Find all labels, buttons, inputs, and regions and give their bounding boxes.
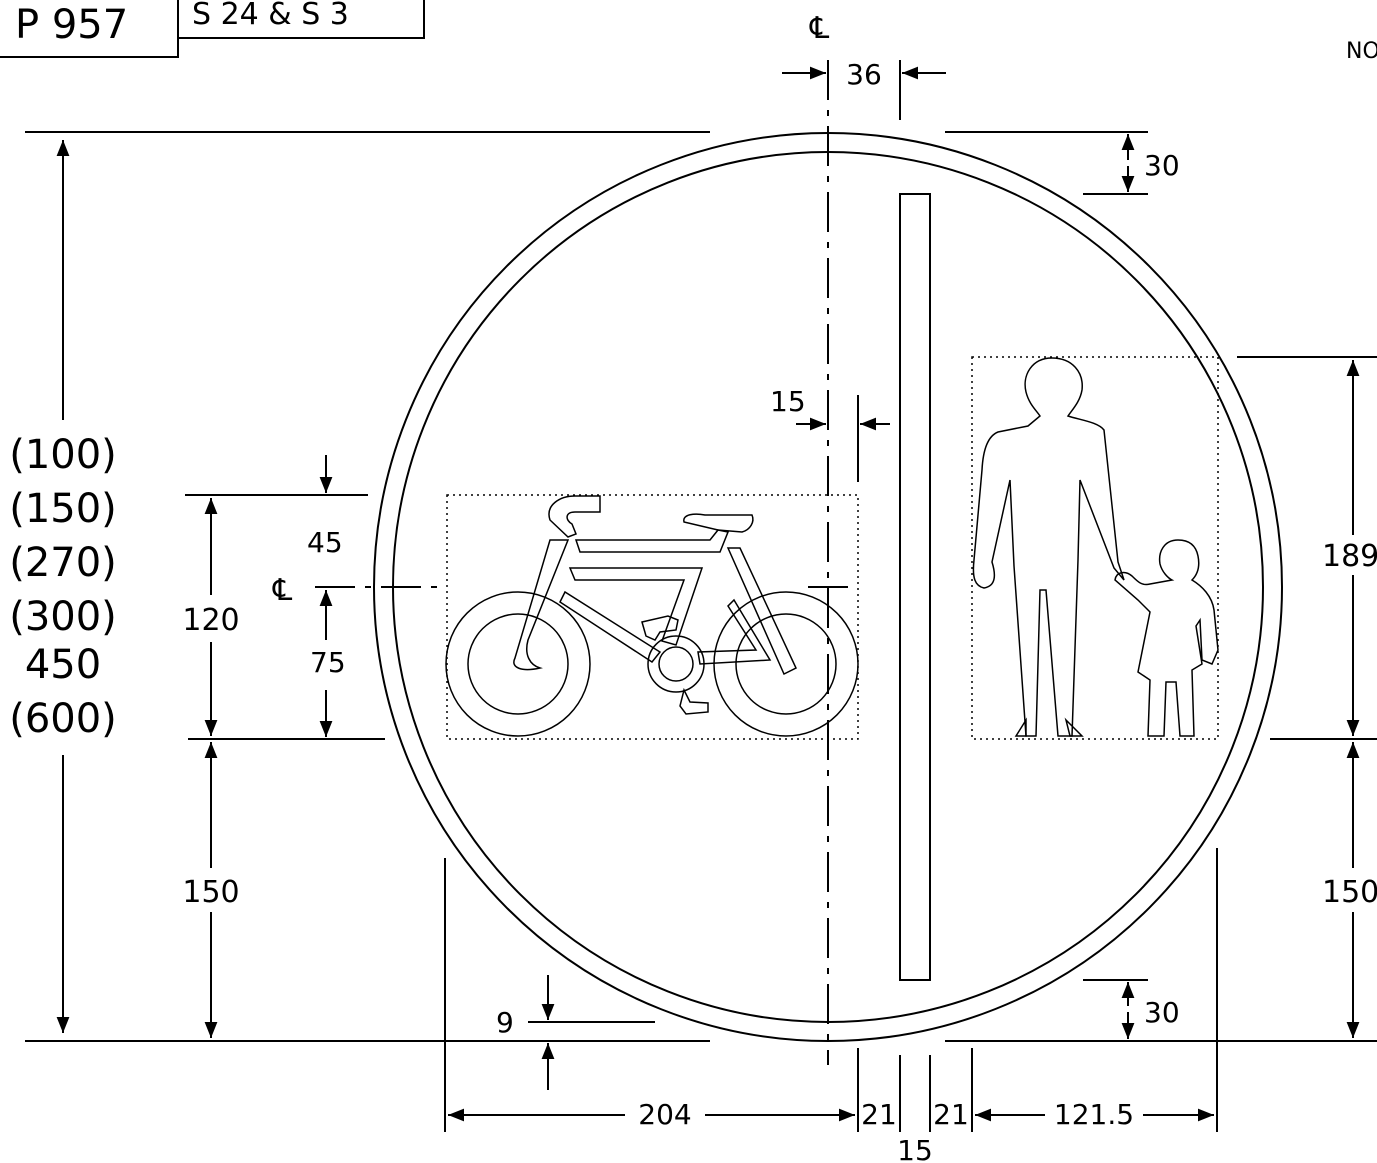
cycle-above-center-dimension: 45 [307, 455, 343, 559]
svg-text:150: 150 [1322, 875, 1377, 910]
centerline-symbol-top: ℄ [809, 11, 829, 46]
note-fragment: NO [1346, 39, 1377, 64]
svg-text:30: 30 [1144, 149, 1180, 182]
svg-text:45: 45 [307, 526, 343, 559]
bicycle-icon [445, 495, 859, 737]
size-5: 450 [25, 642, 101, 688]
svg-text:120: 120 [182, 603, 239, 638]
svg-text:15: 15 [770, 385, 806, 418]
overall-height-dimension: (100) (150) (270) (300) 450 (600) [9, 140, 117, 1033]
reference-text: S 24 & S 3 [192, 0, 349, 32]
border-width-dimension: 9 [496, 975, 655, 1090]
pedestrian-height-dimension: 189 [1322, 360, 1377, 736]
size-6: (600) [9, 696, 117, 742]
size-3: (270) [9, 540, 117, 586]
cycle-bottom-dimension: 150 [182, 742, 240, 1038]
pedestrian-symbol-box [971, 356, 1219, 740]
svg-text:150: 150 [182, 875, 239, 910]
bar-gap-dimension: 15 [770, 385, 890, 482]
svg-text:30: 30 [1144, 996, 1180, 1029]
reference-box [177, 0, 425, 39]
dim-bar-width: 15 [897, 1134, 933, 1163]
dim-left-width: 204 [638, 1098, 691, 1131]
pedestrian-icon [972, 357, 1219, 737]
svg-text:75: 75 [310, 646, 346, 679]
size-4: (300) [9, 594, 117, 640]
top-border-dimension: 30 [1083, 134, 1180, 195]
centerline-symbol-left: ℄ [272, 573, 292, 608]
svg-text:36: 36 [846, 58, 882, 91]
svg-text:9: 9 [496, 1006, 514, 1039]
dim-bar-margin-right: 21 [933, 1098, 969, 1131]
cycle-symbol-box [446, 494, 859, 740]
bottom-border-dimension: 30 [1083, 979, 1180, 1039]
bottom-horizontal-dimensions: 204 21 21 15 121.5 [444, 848, 1218, 1163]
cycle-below-center-dimension: 75 [310, 590, 346, 737]
title-block: P 957 S 24 & S 3 NO [0, 0, 1377, 64]
size-1: (100) [9, 432, 117, 478]
pedestrian-bottom-dimension: 150 [1322, 742, 1377, 1038]
svg-text:189: 189 [1322, 539, 1377, 574]
cycle-height-dimension: 120 [182, 498, 240, 736]
divider-bar [899, 193, 931, 981]
size-2: (150) [9, 486, 117, 532]
centerline-offset-dimension: 36 [782, 58, 946, 120]
dim-bar-margin-left: 21 [861, 1098, 897, 1131]
dim-right-width: 121.5 [1054, 1098, 1134, 1131]
sign-number: P 957 [15, 2, 128, 48]
